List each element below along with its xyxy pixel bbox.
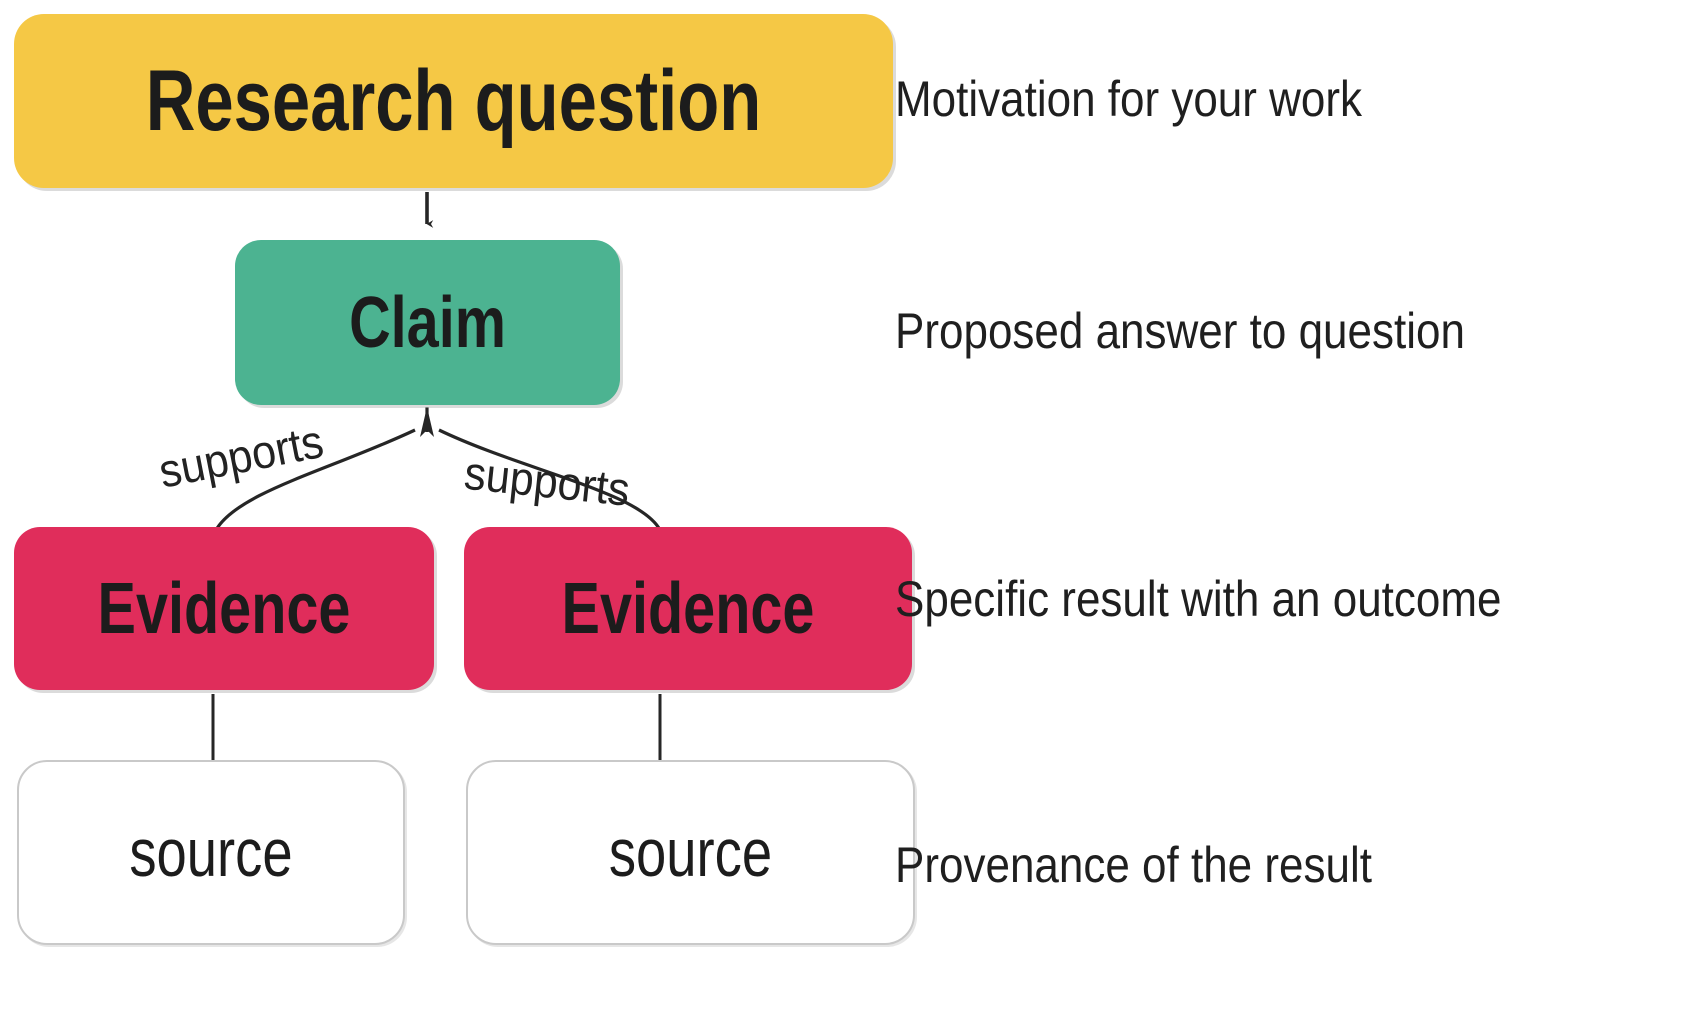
node-evidence-left[interactable]: Evidence — [14, 527, 434, 690]
edge-label-supports-right: supports — [455, 445, 639, 516]
node-evidence-left-label: Evidence — [97, 568, 351, 649]
annotation-evidence-text: Specific result with an outcome — [895, 571, 1502, 627]
node-claim-label: Claim — [349, 282, 506, 363]
annotation-claim-text: Proposed answer to question — [895, 303, 1465, 359]
annotation-research-question-text: Motivation for your work — [895, 71, 1363, 127]
node-source-right-label: source — [608, 814, 773, 891]
annotation-source: Provenance of the result — [895, 840, 1437, 890]
annotation-research-question: Motivation for your work — [895, 74, 1426, 124]
node-source-left-label: source — [129, 814, 293, 891]
node-research-question[interactable]: Research question — [14, 14, 893, 188]
node-claim[interactable]: Claim — [235, 240, 620, 405]
node-evidence-right-label: Evidence — [561, 568, 815, 649]
edge-label-supports-left: supports — [148, 414, 334, 498]
node-research-question-label: Research question — [145, 53, 762, 149]
node-evidence-right[interactable]: Evidence — [464, 527, 912, 690]
annotation-claim: Proposed answer to question — [895, 306, 1543, 356]
edge-label-supports-left-text: supports — [154, 414, 328, 498]
edge-label-supports-right-text: supports — [461, 445, 633, 516]
arrowhead-into-claim — [420, 407, 434, 437]
annotation-evidence: Specific result with an outcome — [895, 574, 1584, 624]
node-source-left[interactable]: source — [17, 760, 405, 945]
node-source-right[interactable]: source — [466, 760, 915, 945]
annotation-source-text: Provenance of the result — [895, 837, 1372, 893]
